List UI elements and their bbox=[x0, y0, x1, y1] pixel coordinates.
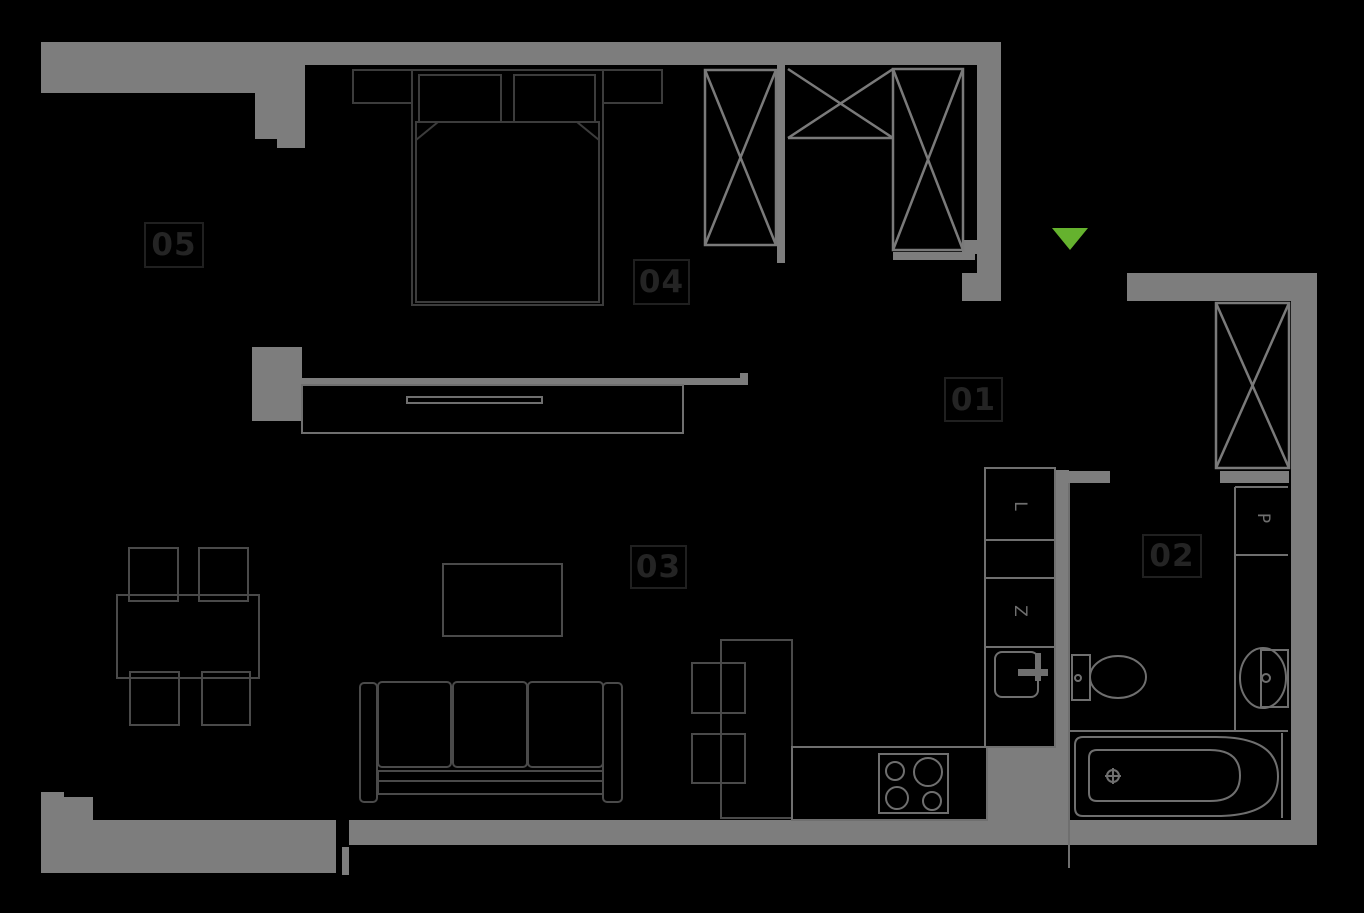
basin-faucet bbox=[1261, 673, 1271, 683]
wall-bottom-thick bbox=[93, 820, 336, 873]
room-label-05: 05 bbox=[144, 222, 204, 268]
wall-hall-foot bbox=[962, 273, 977, 301]
dining-chair bbox=[201, 671, 251, 726]
sink-faucet bbox=[1018, 669, 1048, 676]
room-number: 05 bbox=[151, 227, 197, 263]
sink-faucet-handle bbox=[1035, 653, 1041, 681]
wall-closet-partition bbox=[777, 65, 785, 263]
dining-chair bbox=[198, 547, 249, 602]
flush-button bbox=[1074, 674, 1082, 682]
wardrobe-left bbox=[703, 68, 778, 247]
desk-table bbox=[720, 639, 793, 819]
burner bbox=[913, 757, 943, 787]
sofa-armrest-left bbox=[359, 682, 378, 803]
walls bbox=[41, 42, 1317, 875]
wardrobe-middle bbox=[787, 67, 894, 140]
wall-bottom-left-step bbox=[64, 797, 93, 873]
sofa-cushion bbox=[527, 681, 604, 768]
sofa-base bbox=[377, 780, 604, 795]
wall-partition-end-tab bbox=[740, 373, 748, 385]
wall-top-left bbox=[41, 42, 255, 93]
bedroom-furniture bbox=[301, 67, 965, 434]
sofa bbox=[359, 681, 623, 803]
wall-right bbox=[1291, 273, 1317, 845]
sofa-cushion bbox=[452, 681, 528, 768]
burner bbox=[922, 791, 942, 811]
sofa-armrest-right bbox=[602, 682, 623, 803]
wall-closet-stub bbox=[893, 252, 975, 260]
wall-pier-04-03 bbox=[252, 347, 302, 421]
room-label-02: 02 bbox=[1142, 534, 1202, 578]
wall-bathroom-left bbox=[1056, 470, 1069, 843]
toilet bbox=[1071, 654, 1147, 701]
room-label-03: 03 bbox=[630, 545, 687, 589]
dining-set bbox=[116, 547, 260, 726]
wall-pillar-05-04 bbox=[255, 42, 305, 139]
pillow-right bbox=[513, 74, 596, 123]
room-number: 01 bbox=[950, 381, 997, 418]
toilet-bowl bbox=[1089, 655, 1147, 699]
wall-entrance-band bbox=[1127, 273, 1291, 301]
washing-machine-letter: P bbox=[1253, 512, 1273, 524]
sofa-seat-edge bbox=[377, 770, 604, 782]
nightstand-left bbox=[352, 69, 413, 104]
coffee-table bbox=[442, 563, 563, 637]
duvet bbox=[415, 121, 600, 303]
wall-bathroom-top-left-stub bbox=[1056, 471, 1110, 483]
dining-chair bbox=[128, 547, 179, 602]
wall-hall-vertical bbox=[977, 65, 1001, 301]
wall-top bbox=[305, 42, 1001, 65]
pillow-left bbox=[418, 74, 502, 123]
kitchen-counter-run bbox=[984, 467, 1056, 748]
bathtub bbox=[1074, 736, 1280, 817]
room-number: 04 bbox=[638, 264, 685, 300]
double-bed bbox=[411, 69, 604, 306]
hall-wardrobe bbox=[1214, 301, 1291, 470]
kitchen-counter-bottom bbox=[791, 746, 988, 821]
sideboard bbox=[301, 384, 684, 434]
burner bbox=[885, 761, 905, 781]
room-label-04: 04 bbox=[633, 259, 690, 305]
wall-pillar-step bbox=[277, 139, 305, 148]
bathroom-fixtures bbox=[1068, 483, 1289, 868]
room-number: 03 bbox=[635, 549, 682, 585]
burner bbox=[885, 786, 909, 810]
dining-chair bbox=[129, 671, 180, 726]
wall-partition-04-03 bbox=[302, 378, 748, 385]
nightstand-right bbox=[602, 69, 663, 104]
room-number: 02 bbox=[1149, 538, 1195, 574]
fridge-letter: L bbox=[1010, 501, 1030, 511]
sofa-cushion bbox=[377, 681, 452, 768]
washbasin bbox=[1239, 647, 1289, 709]
desk-chair bbox=[691, 733, 746, 784]
wall-door-jamb bbox=[962, 240, 977, 254]
wall-kitchen-bath-chunk bbox=[987, 747, 1057, 843]
duvet-fold-left bbox=[415, 121, 439, 141]
duvet-fold-right bbox=[576, 121, 600, 141]
room-label-01: 01 bbox=[944, 377, 1003, 422]
wall-bottom-thin bbox=[349, 820, 1291, 845]
wardrobe-right bbox=[891, 67, 965, 252]
dining-table bbox=[116, 594, 260, 679]
washer-compartment bbox=[1234, 486, 1288, 731]
dishwasher-letter: Z bbox=[1010, 605, 1030, 617]
wall-bathroom-top-right-stub bbox=[1220, 471, 1289, 483]
kitchen-counter bbox=[791, 467, 1056, 821]
desk-chair bbox=[691, 662, 746, 714]
wall-bottom-left-block bbox=[41, 792, 64, 873]
stove bbox=[878, 753, 949, 814]
wall-bottom-cap bbox=[342, 847, 349, 875]
sideboard-handle bbox=[406, 396, 543, 404]
entrance-arrow-icon bbox=[1052, 228, 1088, 250]
desk-set bbox=[691, 639, 793, 819]
